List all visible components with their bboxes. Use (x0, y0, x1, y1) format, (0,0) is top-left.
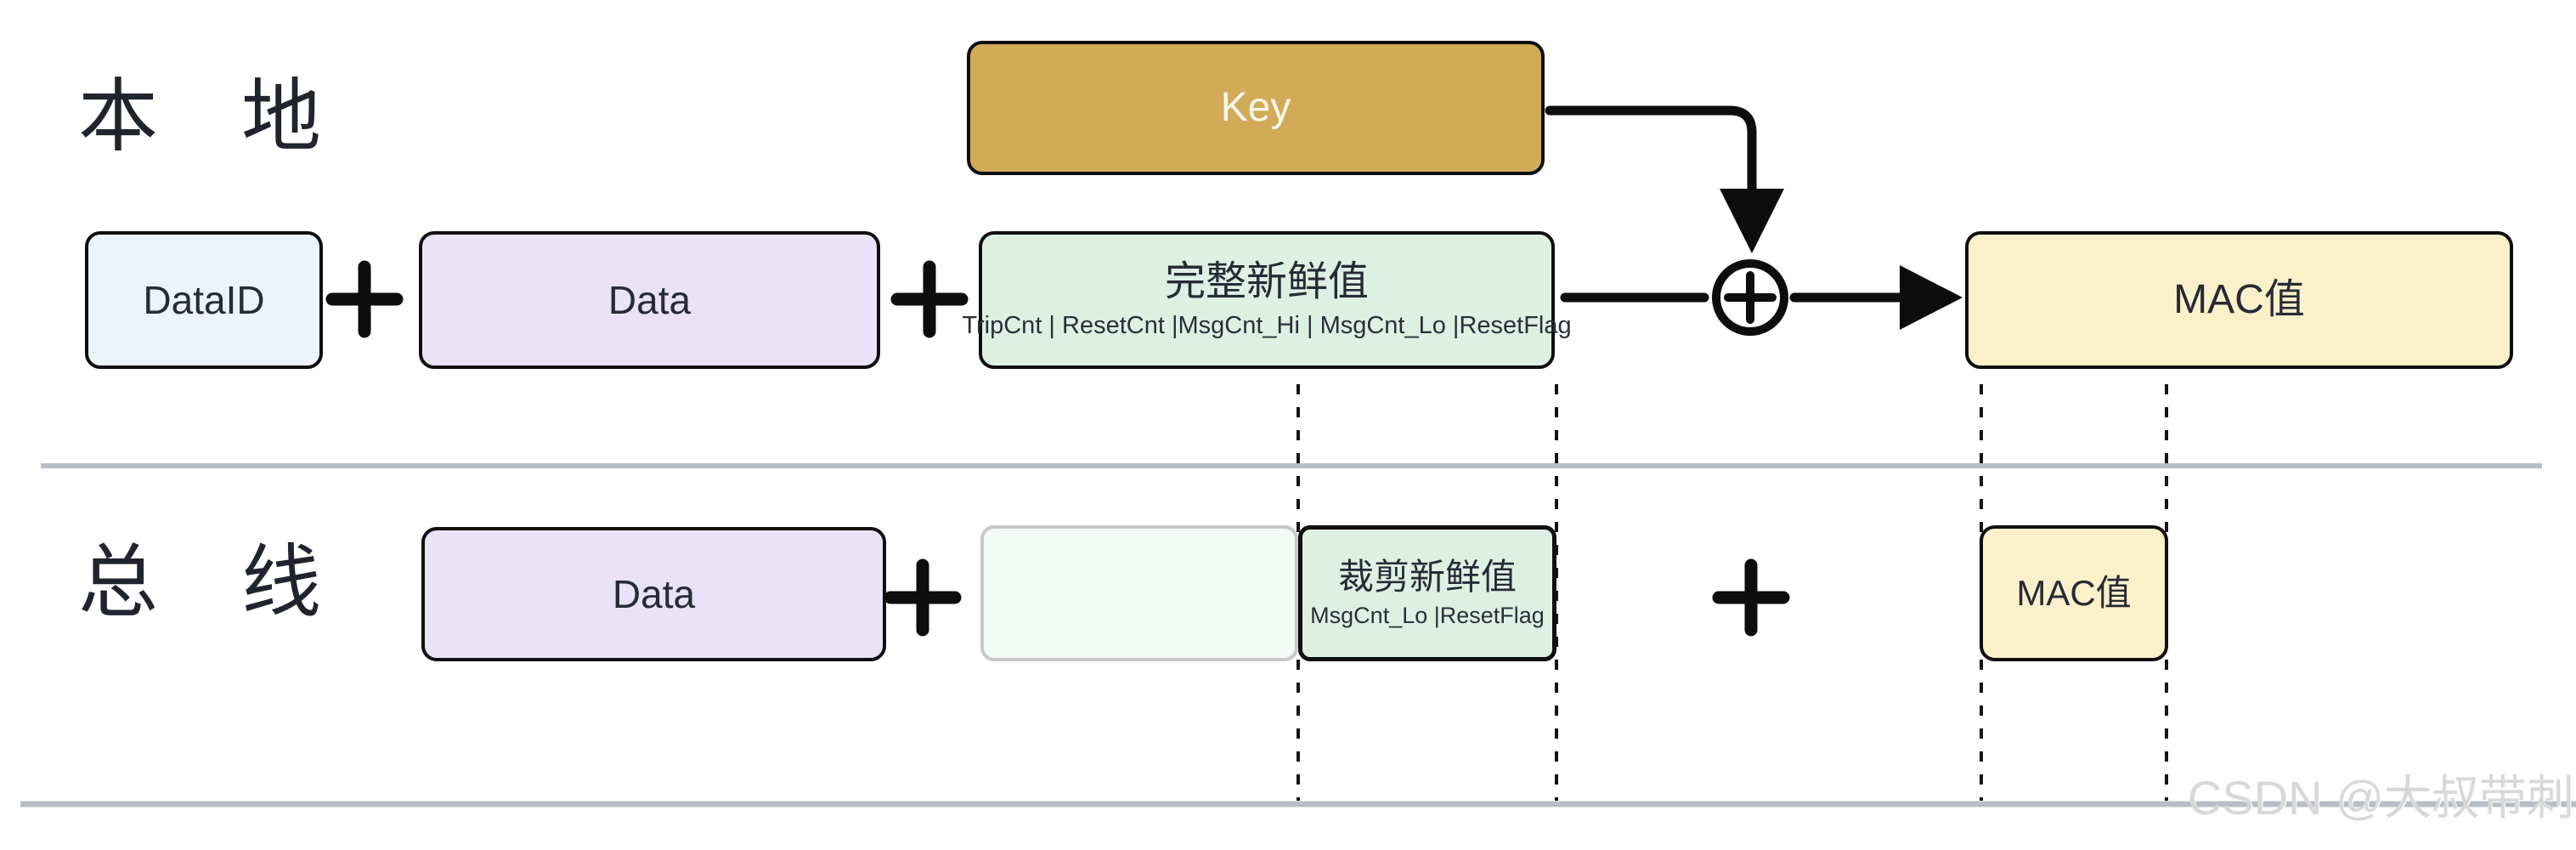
plus-icon-bus-2 (1712, 558, 1790, 637)
section-label-bus: 总 线 (78, 537, 324, 626)
data-box-bus-label: Data (612, 571, 696, 616)
full-freshness-title: 完整新鲜值 (1164, 258, 1369, 304)
section-label-local: 本 地 (78, 71, 324, 161)
xor-circle-icon (1712, 259, 1788, 336)
dataid-box-label: DataID (143, 277, 265, 322)
key-box-label: Key (1220, 84, 1291, 130)
plus-operators (325, 260, 1790, 637)
plus-icon-bus-1 (884, 558, 962, 637)
plus-icon-local-1 (325, 260, 404, 338)
truncated-freshness-fields: MsgCnt_Lo |ResetFlag (1310, 603, 1545, 629)
arrow-right-icon (1900, 265, 1963, 330)
mac-box-bus: MAC值 (1980, 525, 2168, 661)
mac-box-local-label: MAC值 (2173, 276, 2305, 322)
omitted-freshness-placeholder-box (980, 525, 1298, 661)
xor-to-mac-arrow (1789, 265, 1963, 330)
truncated-freshness-box: 裁剪新鲜值 MsgCnt_Lo |ResetFlag (1298, 525, 1556, 661)
arrow-down-icon (1720, 189, 1784, 253)
data-box-local: Data (419, 231, 880, 369)
mac-box-bus-label: MAC值 (2016, 572, 2132, 613)
full-freshness-fields: TripCnt | ResetCnt |MsgCnt_Hi | MsgCnt_L… (962, 312, 1572, 340)
key-box: Key (967, 41, 1545, 175)
csdn-watermark: CSDN @大叔带刺 (2187, 771, 2574, 824)
mac-box-local: MAC值 (1965, 231, 2513, 369)
data-box-bus: Data (421, 527, 886, 661)
data-box-local-label: Data (607, 277, 692, 322)
key-to-xor-arrow (1545, 105, 1784, 253)
full-freshness-box: 完整新鲜值 TripCnt | ResetCnt |MsgCnt_Hi | Ms… (962, 231, 1572, 369)
plus-icon-local-2 (890, 260, 969, 338)
dataid-box: DataID (85, 231, 323, 369)
truncated-freshness-title: 裁剪新鲜值 (1337, 557, 1517, 598)
